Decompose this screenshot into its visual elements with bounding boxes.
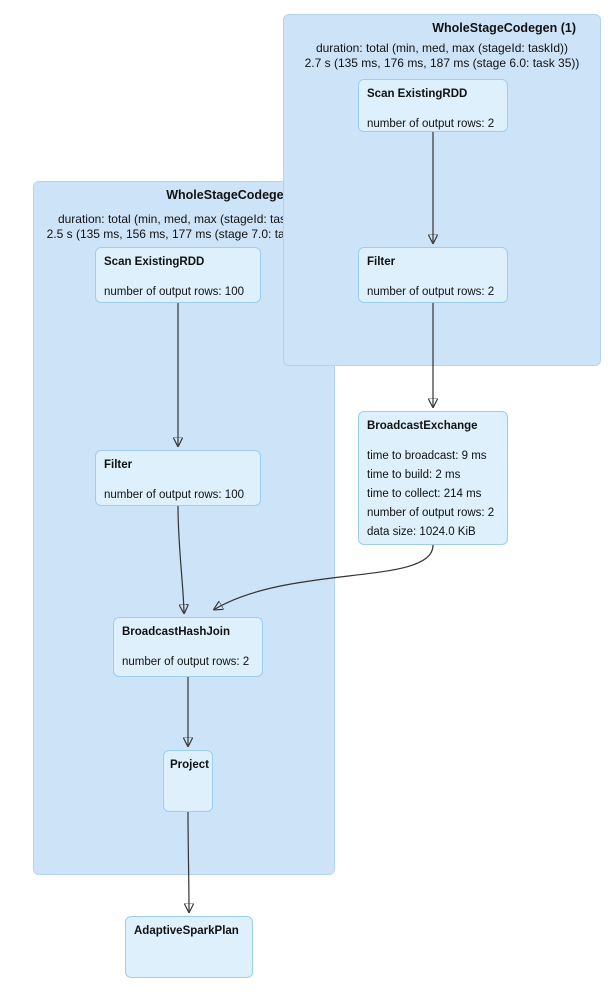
cluster-wholestagecodegen-1: WholeStageCodegen (1) duration: total (m… [283,14,601,366]
node-metric: time to broadcast: 9 ms [367,450,487,462]
node-title: BroadcastExchange [367,420,478,432]
node-title: Scan ExistingRDD [104,256,205,268]
node-title: Filter [104,459,133,471]
node-metric: number of output rows: 100 [104,286,244,298]
cluster-title: WholeStageCodegen (2) [166,188,310,202]
node-scan-existingrdd-2: Scan ExistingRDD number of output rows: … [95,247,261,303]
node-filter-1: Filter number of output rows: 2 [358,247,508,303]
node-filter-2: Filter number of output rows: 100 [95,450,261,506]
node-metric: number of output rows: 100 [104,489,244,501]
cluster-title: WholeStageCodegen (1) [432,21,576,35]
node-title: Filter [367,256,396,268]
node-metric: time to collect: 214 ms [367,488,482,500]
node-project: Project [163,750,213,812]
node-title: Project [170,759,209,771]
duration-line-2: 2.7 s (135 ms, 176 ms, 187 ms (stage 6.0… [304,56,580,70]
node-metric: time to build: 2 ms [367,469,461,481]
node-broadcasthashjoin: BroadcastHashJoin number of output rows:… [113,617,263,677]
node-metric: number of output rows: 2 [367,118,495,130]
node-metric: data size: 1024.0 KiB [367,526,476,538]
node-adaptivesparkplan: AdaptiveSparkPlan [125,916,253,978]
node-metric: number of output rows: 2 [367,286,495,298]
cluster-duration: duration: total (min, med, max (stageId:… [284,41,600,71]
node-title: AdaptiveSparkPlan [134,925,239,937]
duration-line-1: duration: total (min, med, max (stageId:… [315,41,569,55]
node-metric: number of output rows: 2 [367,507,495,519]
node-broadcastexchange: BroadcastExchange time to broadcast: 9 m… [358,411,508,545]
node-title: Scan ExistingRDD [367,88,468,100]
node-metric: number of output rows: 2 [122,656,250,668]
duration-line-1: duration: total (min, med, max (stageId:… [57,212,311,226]
node-scan-existingrdd-1: Scan ExistingRDD number of output rows: … [358,79,508,132]
cluster-duration: duration: total (min, med, max (stageId:… [34,212,334,242]
node-title: BroadcastHashJoin [122,626,231,638]
duration-line-2: 2.5 s (135 ms, 156 ms, 177 ms (stage 7.0… [46,227,322,241]
